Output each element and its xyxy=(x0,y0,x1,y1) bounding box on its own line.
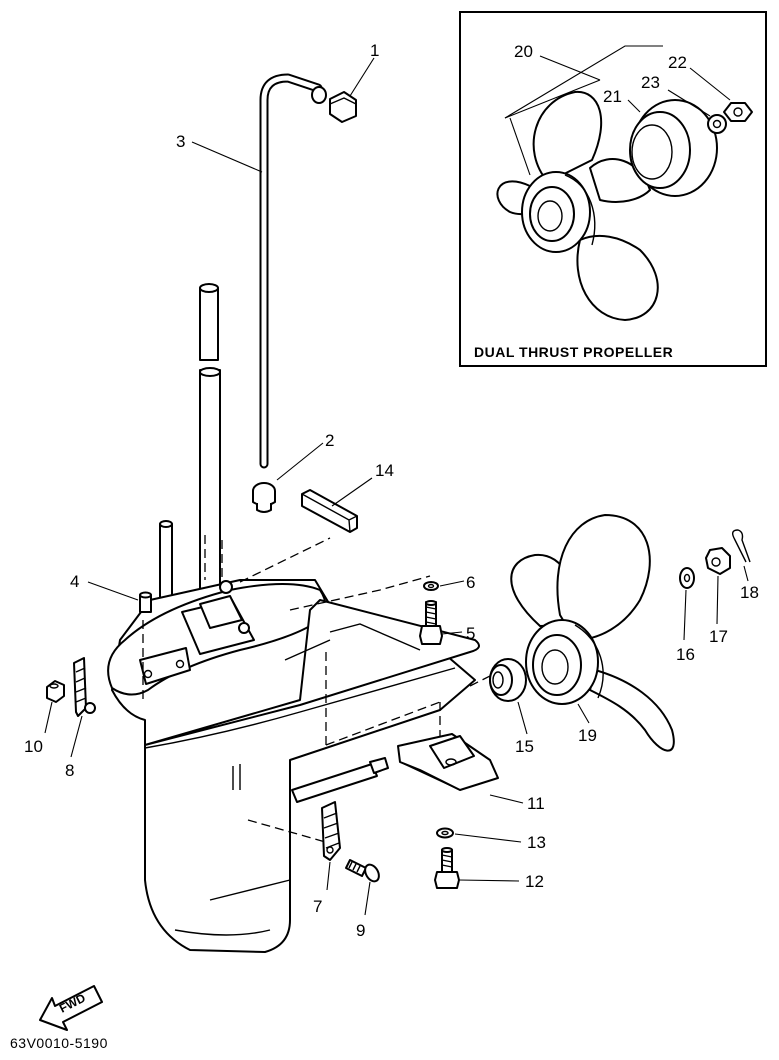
callout-9: 9 xyxy=(356,921,365,940)
callout-19: 19 xyxy=(578,726,597,745)
inset-dual-thrust-propeller xyxy=(459,11,767,367)
callout-numbers: 1 2 3 4 5 6 7 8 9 10 11 12 13 14 15 16 1… xyxy=(24,41,759,940)
inset-title: DUAL THRUST PROPELLER xyxy=(474,344,673,360)
callout-1: 1 xyxy=(370,41,379,60)
callout-15: 15 xyxy=(515,737,534,756)
callout-10: 10 xyxy=(24,737,43,756)
pin-part-4 xyxy=(139,591,152,613)
trim-tab-part-11 xyxy=(397,733,499,791)
callout-6: 6 xyxy=(466,573,475,592)
callout-23: 23 xyxy=(641,73,660,92)
callout-14: 14 xyxy=(375,461,394,480)
block-part-14 xyxy=(301,489,358,533)
fwd-arrow-icon: FWD xyxy=(39,985,103,1031)
nut-part-17 xyxy=(705,547,731,575)
spacer-part-15 xyxy=(489,658,527,702)
callout-7: 7 xyxy=(313,897,322,916)
propeller-part-19 xyxy=(510,514,675,752)
callout-8: 8 xyxy=(65,761,74,780)
washer-part-6 xyxy=(423,581,439,591)
anode-part-8 xyxy=(73,657,96,717)
callout-leaders xyxy=(44,57,749,916)
callout-21: 21 xyxy=(603,87,622,106)
callout-5: 5 xyxy=(466,624,475,643)
callout-3: 3 xyxy=(176,132,185,151)
water-tube xyxy=(259,73,327,469)
washer-part-16 xyxy=(679,567,695,589)
callout-17: 17 xyxy=(709,627,728,646)
callout-12: 12 xyxy=(525,872,544,891)
bolt-part-12 xyxy=(434,847,460,889)
assembly-guide-lines xyxy=(142,535,503,846)
washer-part-13 xyxy=(436,827,454,839)
callout-11: 11 xyxy=(527,794,545,813)
drawing-code: 63V0010-5190 xyxy=(10,1035,108,1051)
callout-18: 18 xyxy=(740,583,759,602)
nut-part-10 xyxy=(46,680,65,703)
anode-part-7 xyxy=(321,801,341,861)
callout-22: 22 xyxy=(668,53,687,72)
seal-part-2 xyxy=(252,482,276,513)
cotter-pin-part-18 xyxy=(731,529,751,563)
bolt-part-5 xyxy=(419,600,443,645)
callout-16: 16 xyxy=(676,645,695,664)
callout-2: 2 xyxy=(325,431,334,450)
grommet-part-1 xyxy=(329,91,357,123)
callout-20: 20 xyxy=(514,42,533,61)
callout-4: 4 xyxy=(70,572,79,591)
callout-13: 13 xyxy=(527,833,546,852)
lower-casing xyxy=(107,579,480,953)
bolt-part-9 xyxy=(345,859,380,883)
